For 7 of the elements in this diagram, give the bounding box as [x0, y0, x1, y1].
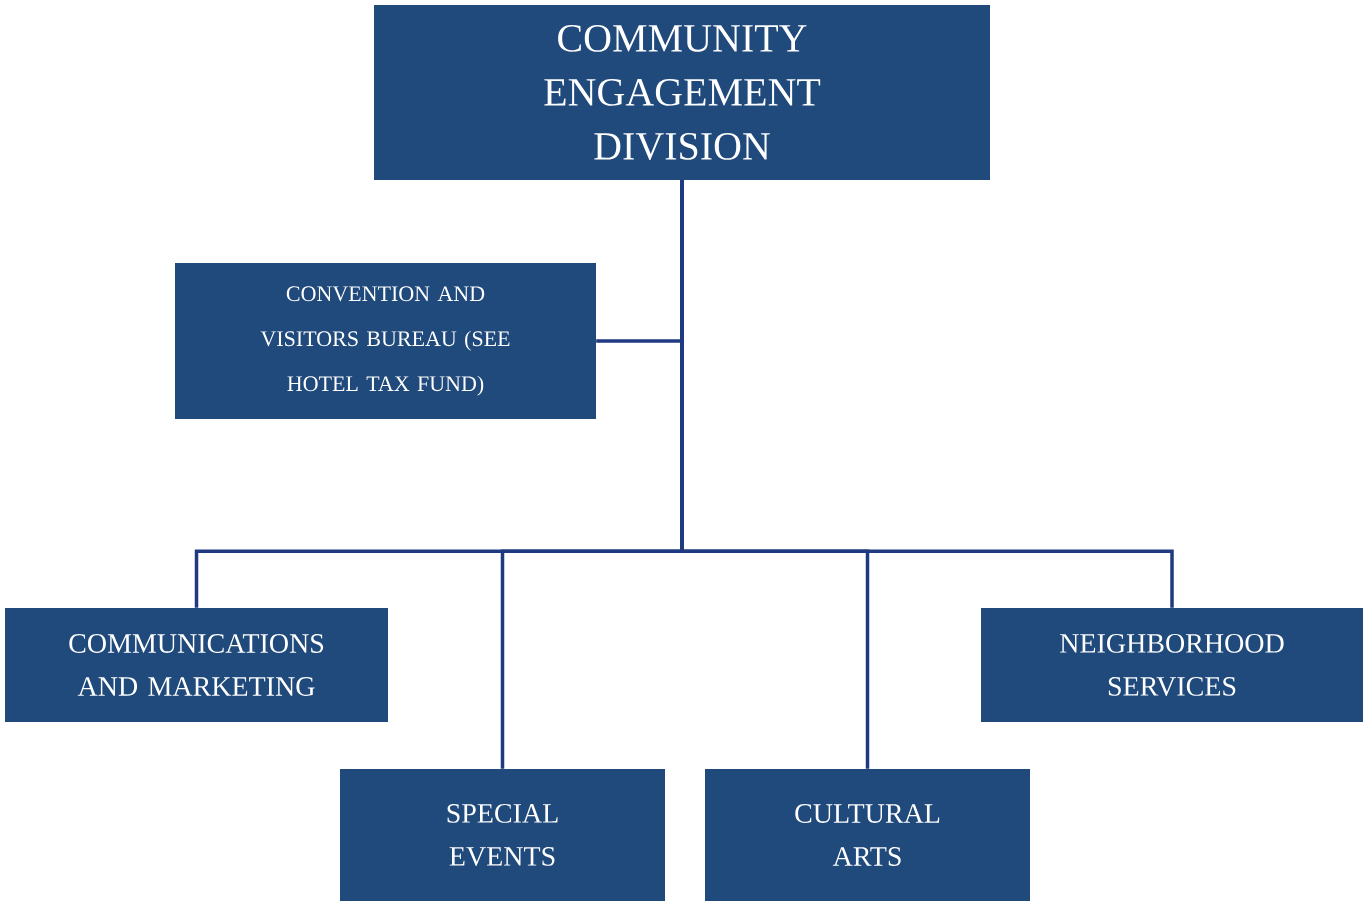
org-box: COMMUNICATIONS AND MARKETING: [5, 608, 388, 722]
org-box: COMMUNITY ENGAGEMENT DIVISION: [374, 5, 990, 180]
org-box: NEIGHBORHOOD SERVICES: [981, 608, 1363, 722]
org-box: SPECIAL EVENTS: [340, 769, 665, 901]
connector-line: [680, 180, 1174, 608]
org-box: CULTURAL ARTS: [705, 769, 1030, 901]
org-box: CONVENTION AND VISITORS BUREAU (SEE HOTEL TAX FUND): [175, 263, 596, 419]
